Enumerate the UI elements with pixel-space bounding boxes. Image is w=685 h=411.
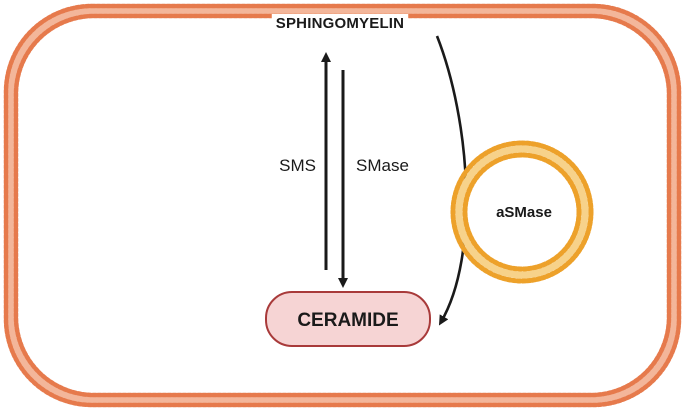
ceramide-label: CERAMIDE	[297, 310, 398, 331]
smase-label: SMase	[356, 156, 409, 175]
sphingomyelin-label-background	[271, 14, 409, 33]
cell-membrane	[3, 3, 682, 408]
reaction-arrows	[321, 52, 348, 288]
ceramide-box	[265, 291, 431, 347]
sphingomyelin-label: SPHINGOMYELIN	[276, 15, 404, 32]
sms-label: SMS	[279, 156, 316, 175]
asmase-label: aSMase	[496, 204, 552, 221]
asmase-vesicle	[450, 140, 594, 284]
